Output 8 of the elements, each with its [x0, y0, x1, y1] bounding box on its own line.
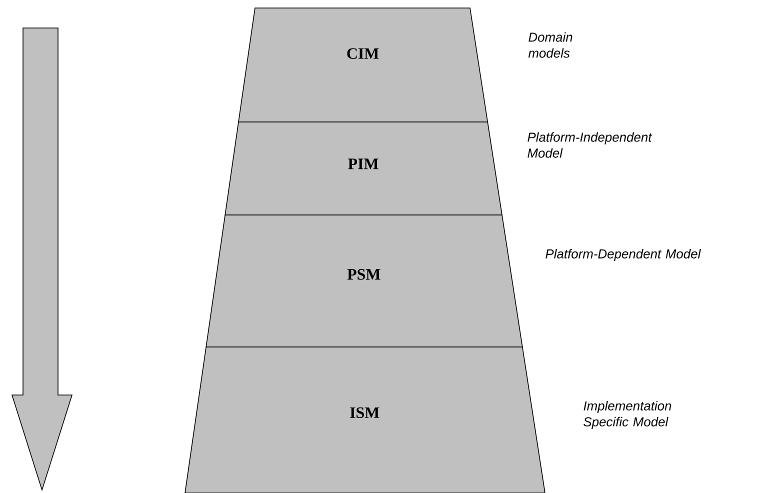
band: PSM [206, 214, 523, 348]
model-caption: Platform-Dependent Model [546, 248, 701, 262]
model-caption: Domain models [528, 32, 572, 58]
band: PIM [224, 122, 502, 216]
band: CIM [238, 8, 488, 122]
model-caption: Platform-Independent Model [528, 132, 652, 158]
band: ISM [184, 346, 546, 493]
model-caption: Implementation Specific Model [584, 400, 672, 429]
